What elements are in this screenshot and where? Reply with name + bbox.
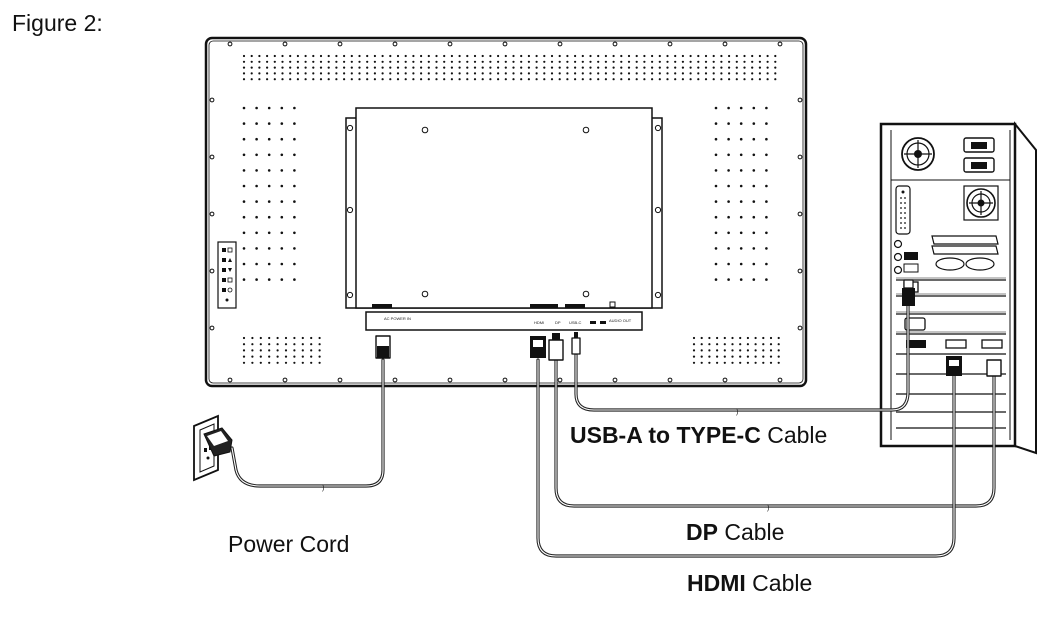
hdmi-cable <box>530 336 962 558</box>
usb-a-to-type-c-cable: ) <box>571 279 915 416</box>
figure-title: Figure 2: <box>12 10 103 36</box>
hdmi-cable-label: HDMI Cable <box>687 572 812 595</box>
right-vent-grille <box>714 106 768 281</box>
pc-vga-port <box>904 317 926 331</box>
usb-cable-label: USB-A to TYPE-C Cable <box>570 424 827 447</box>
wall-outlet <box>193 414 233 482</box>
svg-text:): ) <box>767 505 769 512</box>
edge-mount-holes <box>209 41 803 383</box>
hdmi-cable-label-bold: HDMI <box>687 570 746 596</box>
port-label-dp: DP <box>555 320 561 325</box>
side-button-panel <box>217 241 237 309</box>
dp-cable-label-bold: DP <box>686 519 718 545</box>
bottom-right-vent-grille <box>692 336 780 364</box>
left-vent-grille <box>242 106 296 281</box>
svg-text:): ) <box>322 485 324 492</box>
svg-text:): ) <box>736 409 738 416</box>
mounting-bracket <box>345 107 663 309</box>
psu-power-sockets <box>963 137 995 173</box>
case-fan <box>963 185 999 221</box>
usb-cable-label-bold: USB-A to TYPE-C <box>570 422 761 448</box>
port-label-usbc: USB-C <box>569 320 582 325</box>
io-port-strip: AC POWER IN HDMI DP USB-C AUDIO OUT <box>365 311 643 331</box>
pc-gpu-ports <box>906 339 1003 349</box>
hdmi-cable-label-rest: Cable <box>745 570 813 596</box>
dp-cable-label-rest: Cable <box>717 519 785 545</box>
psu-fan <box>901 137 935 171</box>
top-vent-grille <box>242 54 777 81</box>
motherboard-io <box>893 185 999 275</box>
power-cord-label: Power Cord <box>228 531 350 557</box>
dp-cable-label: DP Cable <box>686 521 784 544</box>
port-label-audio: AUDIO OUT <box>609 318 632 323</box>
usb-cable-label-rest: Cable <box>760 422 828 448</box>
dp-cable: ) <box>548 333 1002 512</box>
cables: ) ) <box>230 279 1002 558</box>
bottom-left-vent-grille <box>242 336 321 364</box>
power-cord: ) <box>230 335 391 492</box>
port-label-hdmi: HDMI <box>534 320 544 325</box>
monitor: AC POWER IN HDMI DP USB-C AUDIO OUT <box>204 36 808 388</box>
port-label-power: AC POWER IN <box>384 316 411 321</box>
